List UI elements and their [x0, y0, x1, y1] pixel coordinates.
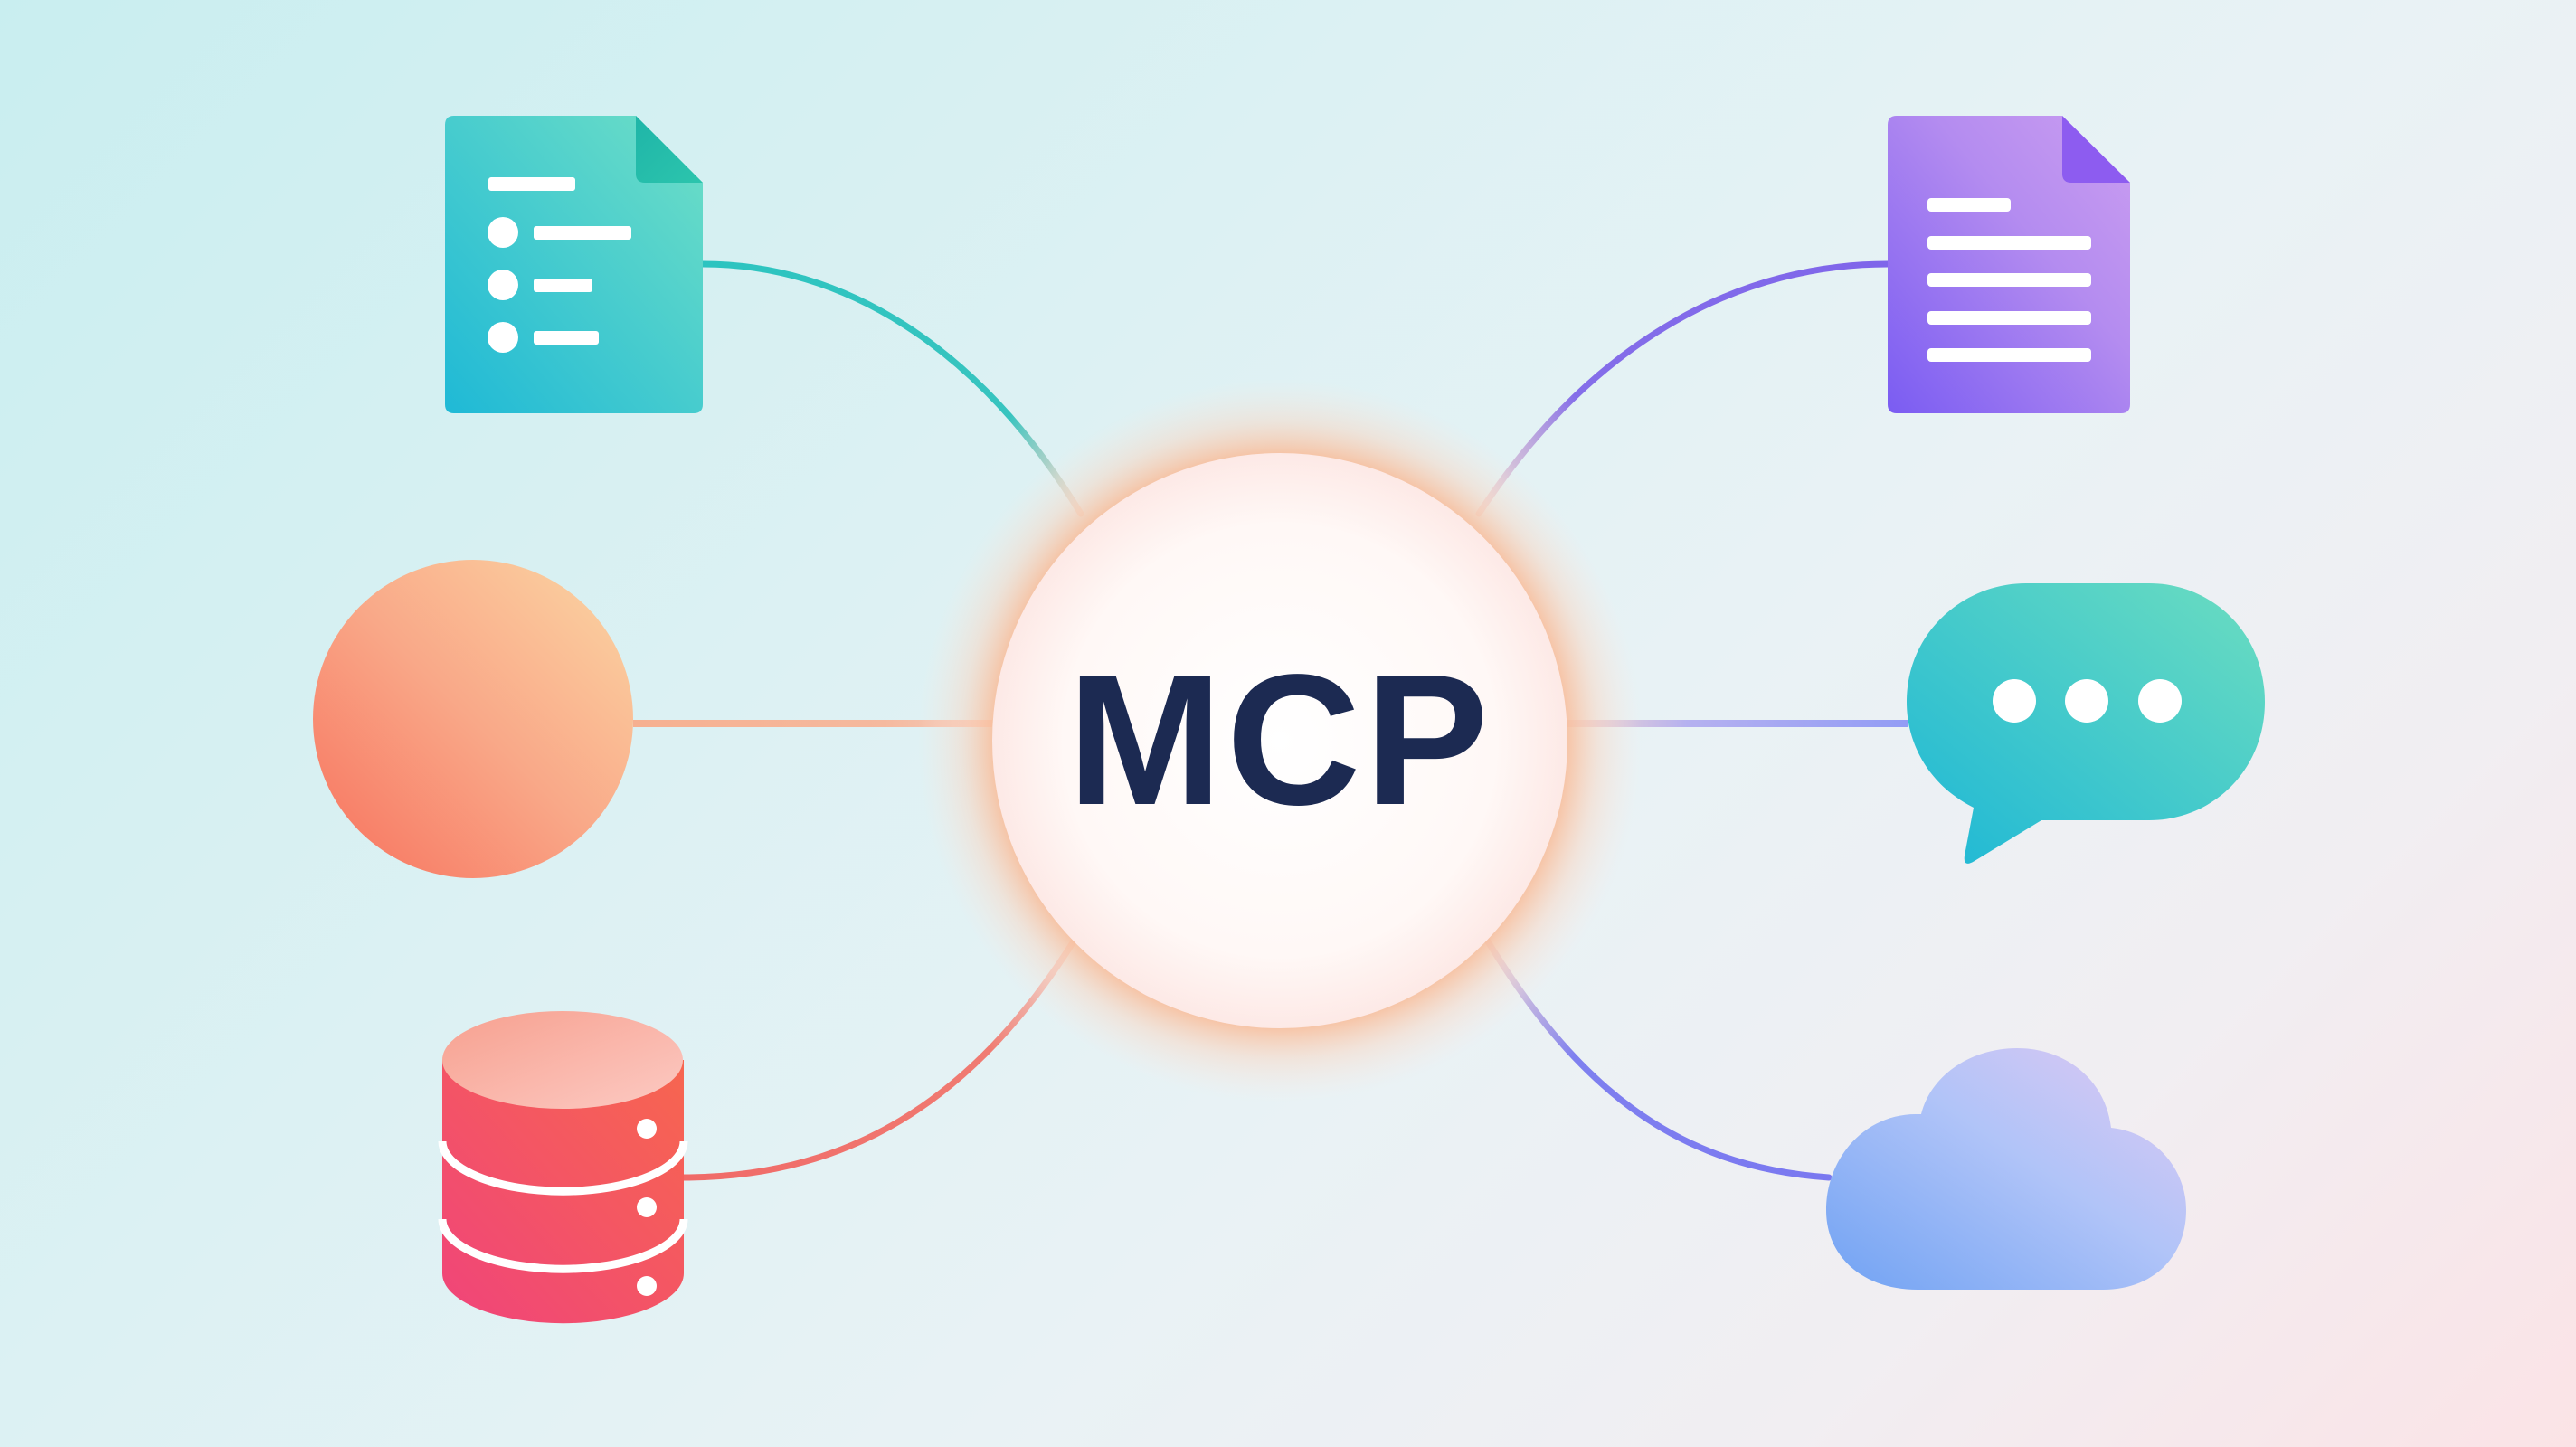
chat-bubble-icon	[1907, 583, 2265, 864]
list-document-node[interactable]	[445, 116, 703, 413]
text-document-node[interactable]	[1888, 116, 2130, 413]
connector-list-document	[699, 260, 1084, 517]
list-document-icon	[445, 116, 703, 413]
hub-circle	[992, 453, 1567, 1028]
cloud-icon	[1826, 1048, 2186, 1290]
text-document-icon	[1888, 116, 2130, 413]
connector-text-document	[1475, 260, 1891, 517]
database-node[interactable]	[438, 1011, 688, 1324]
chat-bubble-node[interactable]	[1907, 583, 2265, 864]
cloud-node[interactable]	[1826, 1048, 2186, 1290]
mcp-hub[interactable]	[918, 379, 1642, 1102]
database-icon	[438, 1011, 688, 1324]
orange-circle-node[interactable]	[313, 560, 633, 878]
circle-icon	[313, 560, 633, 878]
